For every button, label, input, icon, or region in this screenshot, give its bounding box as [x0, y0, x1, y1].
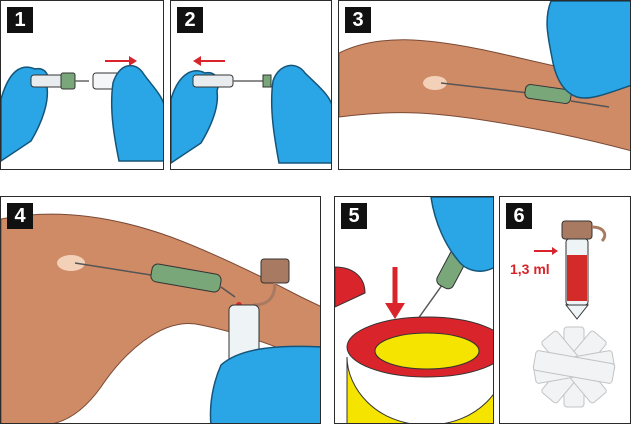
step-5-badge: 5 [341, 203, 367, 229]
glove-hand [210, 346, 321, 424]
fill-arrow-head [552, 247, 558, 255]
step-4-illustration [1, 197, 321, 424]
inversion-ghost-tubes [533, 327, 615, 407]
step-1-badge: 1 [7, 7, 33, 33]
step-6-badge: 6 [506, 203, 532, 229]
tube-cap [261, 259, 289, 283]
cap-strap [592, 227, 605, 241]
container-opening [375, 333, 479, 369]
right-glove-hand [112, 66, 164, 161]
step-5-illustration [335, 197, 494, 424]
needle-hub-green [263, 75, 271, 87]
dispose-arrow-head [385, 303, 405, 319]
volume-label: 1,3 ml [510, 261, 550, 277]
step-3-panel: 3 [338, 0, 631, 170]
container-lid [335, 267, 365, 307]
tube-tip [566, 305, 588, 319]
tube-cap [562, 221, 592, 239]
pull-arrow-head [129, 56, 137, 66]
shaved-patch [57, 255, 85, 271]
needle-hub-green [61, 73, 75, 89]
step-3-badge: 3 [345, 7, 371, 33]
step-4-panel: 4 [0, 196, 321, 424]
step-6-illustration [500, 197, 631, 424]
step-2-panel: 2 [170, 0, 332, 170]
step-1-panel: 1 [0, 0, 164, 170]
push-arrow-head [193, 56, 201, 66]
step-6-panel: 6 1,3 ml [499, 196, 631, 424]
tube-blood [567, 255, 587, 301]
step-2-badge: 2 [177, 7, 203, 33]
step-4-badge: 4 [7, 203, 33, 229]
step-3-illustration [339, 1, 631, 170]
needle-holder [193, 75, 233, 87]
step-5-panel: 5 [334, 196, 494, 424]
right-glove-hand [272, 65, 332, 163]
glove-hand [431, 197, 494, 271]
